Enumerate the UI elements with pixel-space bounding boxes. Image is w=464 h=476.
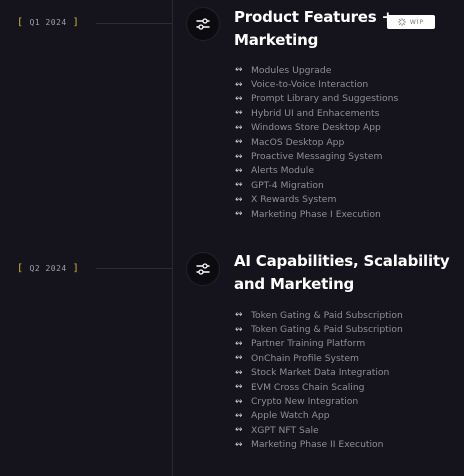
double-arrow-icon: ↭ bbox=[235, 93, 243, 104]
section-title: AI Capabilities, Scalability and Marketi… bbox=[234, 250, 450, 296]
feature-item: ↭ Windows Store Desktop App bbox=[235, 121, 398, 135]
quarter-label-q1: [ Q1 2024 ] bbox=[17, 17, 79, 28]
spinner-icon bbox=[397, 18, 406, 26]
feature-item-label: Voice-to-Voice Interaction bbox=[251, 79, 369, 91]
double-arrow-icon: ↭ bbox=[235, 410, 243, 421]
feature-item: ↭ Crypto New Integration bbox=[235, 394, 403, 408]
double-arrow-icon: ↭ bbox=[235, 194, 243, 205]
feature-item: ↭ EVM Cross Chain Scaling bbox=[235, 380, 403, 394]
feature-item-label: Prompt Library and Suggestions bbox=[251, 93, 399, 105]
feature-item: ↭ OnChain Profile System bbox=[235, 351, 403, 365]
double-arrow-icon: ↭ bbox=[235, 151, 243, 162]
wip-badge: WIP bbox=[387, 15, 435, 29]
section-title-line: Marketing bbox=[234, 31, 319, 49]
feature-item-label: OnChain Profile System bbox=[251, 352, 359, 364]
feature-item: ↭ Proactive Messaging System bbox=[235, 149, 398, 163]
quarter-label-q2: [ Q2 2024 ] bbox=[17, 263, 79, 274]
double-arrow-icon: ↭ bbox=[235, 79, 243, 90]
double-arrow-icon: ↭ bbox=[235, 439, 243, 450]
double-arrow-icon: ↭ bbox=[235, 425, 243, 436]
section-title-line: and Marketing bbox=[234, 275, 355, 293]
feature-item: ↭ Modules Upgrade bbox=[235, 63, 398, 77]
sliders-icon bbox=[196, 18, 210, 30]
double-arrow-icon: ↭ bbox=[235, 137, 243, 148]
double-arrow-icon: ↭ bbox=[235, 382, 243, 393]
quarter-connector bbox=[96, 268, 172, 269]
bracket-right: ] bbox=[72, 17, 80, 28]
section-title-line: AI Capabilities, Scalability bbox=[234, 252, 450, 270]
feature-item-label: Proactive Messaging System bbox=[251, 151, 383, 163]
feature-item-label: Windows Store Desktop App bbox=[251, 122, 381, 134]
feature-item-label: MacOS Desktop App bbox=[251, 136, 345, 148]
feature-item: ↭ Apple Watch App bbox=[235, 409, 403, 423]
badge-text: WIP bbox=[409, 18, 425, 26]
feature-item: ↭ XGPT NFT Sale bbox=[235, 423, 403, 437]
feature-list: ↭ Token Gating & Paid Subscription ↭ Token … bbox=[235, 308, 403, 452]
feature-item-label: Marketing Phase I Execution bbox=[251, 208, 381, 220]
feature-item: ↭ Marketing Phase II Execution bbox=[235, 438, 403, 452]
bracket-left: [ bbox=[17, 263, 24, 274]
feature-item-label: XGPT NFT Sale bbox=[251, 424, 319, 436]
feature-item: ↭ GPT-4 Migration bbox=[235, 178, 398, 192]
feature-item: ↭ Stock Market Data Integration bbox=[235, 366, 403, 380]
quarter-text: Q1 2024 bbox=[29, 18, 67, 27]
feature-item-label: Partner Training Platform bbox=[251, 338, 366, 350]
feature-item-label: Modules Upgrade bbox=[251, 64, 332, 76]
double-arrow-icon: ↭ bbox=[235, 209, 243, 220]
double-arrow-icon: ↭ bbox=[235, 353, 243, 364]
double-arrow-icon: ↭ bbox=[235, 396, 243, 407]
feature-item: ↭ Alerts Module bbox=[235, 164, 398, 178]
roadmap-node bbox=[186, 252, 220, 286]
feature-item-label: Marketing Phase II Execution bbox=[251, 439, 384, 451]
feature-item: ↭ Partner Training Platform bbox=[235, 337, 403, 351]
roadmap-node bbox=[186, 7, 220, 41]
feature-item-label: Token Gating & Paid Subscription bbox=[251, 309, 403, 321]
feature-item: ↭ X Rewards System bbox=[235, 193, 398, 207]
feature-item-label: X Rewards System bbox=[251, 194, 337, 206]
feature-item: ↭ Voice-to-Voice Interaction bbox=[235, 77, 398, 91]
feature-item: ↭ Prompt Library and Suggestions bbox=[235, 92, 398, 106]
double-arrow-icon: ↭ bbox=[235, 367, 243, 378]
feature-item-label: Stock Market Data Integration bbox=[251, 367, 390, 379]
quarter-text: Q2 2024 bbox=[29, 264, 67, 273]
section-title: Product Features + Marketing bbox=[234, 6, 394, 52]
double-arrow-icon: ↭ bbox=[235, 324, 243, 335]
double-arrow-icon: ↭ bbox=[235, 108, 243, 119]
double-arrow-icon: ↭ bbox=[235, 65, 243, 76]
double-arrow-icon: ↭ bbox=[235, 180, 243, 191]
bracket-right: ] bbox=[72, 263, 80, 274]
section-title-line: Product Features + bbox=[234, 8, 394, 26]
feature-item-label: Hybrid UI and Enhacements bbox=[251, 107, 380, 119]
sliders-icon bbox=[196, 263, 210, 275]
feature-item: ↭ Token Gating & Paid Subscription bbox=[235, 322, 403, 336]
double-arrow-icon: ↭ bbox=[235, 122, 243, 133]
feature-list: ↭ Modules Upgrade ↭ Voice-to-Voice Interact… bbox=[235, 63, 398, 221]
feature-item: ↭ Marketing Phase I Execution bbox=[235, 207, 398, 221]
double-arrow-icon: ↭ bbox=[235, 310, 243, 321]
double-arrow-icon: ↭ bbox=[235, 338, 243, 349]
feature-item: ↭ Hybrid UI and Enhacements bbox=[235, 106, 398, 120]
quarter-connector bbox=[96, 23, 172, 24]
feature-item: ↭ Token Gating & Paid Subscription bbox=[235, 308, 403, 322]
feature-item-label: EVM Cross Chain Scaling bbox=[251, 381, 365, 393]
feature-item-label: Apple Watch App bbox=[251, 410, 330, 422]
feature-item-label: Token Gating & Paid Subscription bbox=[251, 324, 403, 336]
feature-item: ↭ MacOS Desktop App bbox=[235, 135, 398, 149]
timeline-line bbox=[172, 0, 173, 476]
feature-item-label: Crypto New Integration bbox=[251, 396, 359, 408]
bracket-left: [ bbox=[17, 17, 24, 28]
feature-item-label: GPT-4 Migration bbox=[251, 179, 324, 191]
feature-item-label: Alerts Module bbox=[251, 165, 314, 177]
double-arrow-icon: ↭ bbox=[235, 165, 243, 176]
